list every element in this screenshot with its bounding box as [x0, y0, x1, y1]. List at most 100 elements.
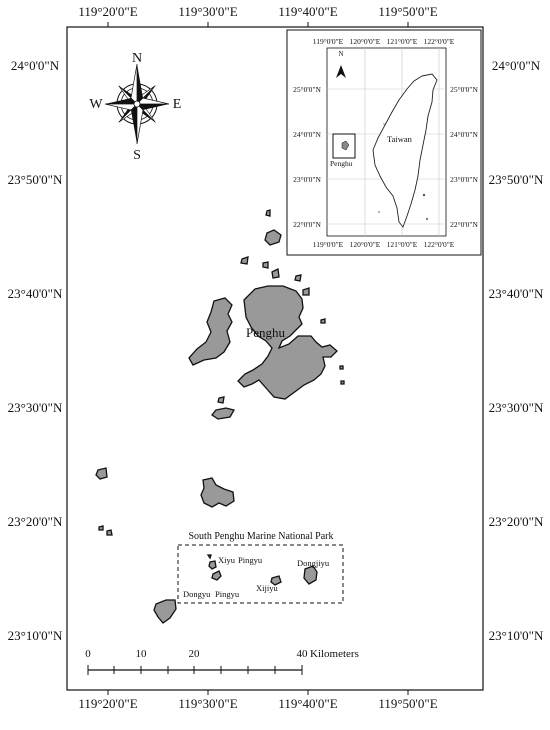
northern-islet: [240, 256, 249, 265]
compass-west: W: [89, 97, 103, 112]
inset-top-lon-label: 122°0'0"E: [424, 37, 455, 46]
scale-label: 20: [189, 648, 201, 660]
northern-islet: [320, 318, 326, 324]
penghu-label: Penghu: [246, 325, 286, 340]
inset-bottom-lon-label: 119°0'0"E: [313, 240, 344, 249]
bottom-lon-label: 119°50'0"E: [378, 696, 437, 711]
inset-penghu-islands: [341, 140, 350, 151]
dongyu-label: Dongyu: [183, 589, 211, 599]
right-lat-label: 23°40'0"N: [489, 286, 544, 301]
inset-right-lat-label: 22°0'0"N: [450, 220, 478, 229]
compass-east: E: [173, 97, 182, 112]
inset-bottom-lon-labels: 119°0'0"E 120°0'0"E 121°0'0"E 122°0'0"E: [313, 240, 455, 249]
islet: [106, 529, 113, 536]
scale-unit: Kilometers: [310, 648, 359, 660]
northern-islet: [340, 380, 345, 385]
inset-taiwan-label: Taiwan: [387, 134, 413, 144]
islet: [211, 407, 235, 420]
right-lat-label: 23°10'0"N: [489, 628, 544, 643]
northern-islet: [262, 261, 269, 269]
top-lon-label: 119°20'0"E: [78, 4, 137, 19]
inset-left-lat-label: 23°0'0"N: [293, 175, 321, 184]
xiyu-label: Xiyu: [218, 555, 236, 565]
xijiyu-label: Xijiyu: [256, 583, 278, 593]
right-lat-labels: 24°0'0"N 23°50'0"N 23°40'0"N 23°30'0"N 2…: [489, 58, 544, 643]
inset-map: N Taiwan Penghu 119°0'0"E 120°0'0"E 121°…: [286, 29, 482, 256]
compass-rose-icon: [104, 63, 170, 145]
frame-ticks: [107, 22, 409, 695]
bottom-lon-label: 119°30'0"E: [178, 696, 237, 711]
left-lat-label: 23°50'0"N: [8, 172, 63, 187]
dongyu-islet: [211, 570, 222, 581]
islet: [206, 554, 212, 560]
islet: [98, 525, 104, 531]
inset-right-lat-label: 23°0'0"N: [450, 175, 478, 184]
right-lat-label: 23°20'0"N: [489, 514, 544, 529]
northern-islet: [294, 274, 302, 282]
left-lat-label: 24°0'0"N: [11, 58, 60, 73]
northern-islet: [271, 268, 280, 279]
northern-islet: [265, 209, 271, 217]
dongjiyu-label: Dongjiyu: [297, 558, 330, 568]
park-title: South Penghu Marine National Park: [189, 531, 334, 542]
park-boundary: [177, 544, 344, 604]
inset-bottom-lon-label: 122°0'0"E: [424, 240, 455, 249]
xijiyu-islet: [270, 575, 282, 586]
bottom-lon-label: 119°20'0"E: [78, 696, 137, 711]
dongjiyu-islet: [303, 565, 318, 585]
inset-islets: [378, 123, 428, 220]
compass-north: N: [132, 51, 142, 66]
inset-top-lon-label: 121°0'0"E: [387, 37, 418, 46]
islet: [217, 396, 225, 404]
xiyu-west-island: [188, 297, 233, 366]
right-lat-label: 23°30'0"N: [489, 400, 544, 415]
left-lat-label: 23°30'0"N: [8, 400, 63, 415]
xiyu-islet: [208, 560, 217, 570]
scale-label: 10: [136, 648, 148, 660]
top-lon-labels: 119°20'0"E 119°30'0"E 119°40'0"E 119°50'…: [78, 4, 437, 19]
northern-islet: [264, 229, 282, 246]
inset-top-lon-label: 120°0'0"E: [350, 37, 381, 46]
inset-left-lat-label: 22°0'0"N: [293, 220, 321, 229]
top-lon-label: 119°40'0"E: [278, 4, 337, 19]
left-lat-label: 23°40'0"N: [8, 286, 63, 301]
bottom-lon-labels: 119°20'0"E 119°30'0"E 119°40'0"E 119°50'…: [78, 696, 437, 711]
islet: [95, 467, 108, 480]
inset-right-lat-labels: 25°0'0"N 24°0'0"N 23°0'0"N 22°0'0"N: [450, 85, 478, 229]
scale-bar: 0 10 20 40 Kilometers: [85, 648, 359, 675]
penghu-islands: [95, 209, 345, 624]
inset-left-lat-label: 24°0'0"N: [293, 130, 321, 139]
right-lat-label: 23°50'0"N: [489, 172, 544, 187]
map-frame: [66, 26, 484, 691]
pingyu2-label: Pingyu: [215, 589, 240, 599]
taiwan-outline: [372, 73, 438, 228]
inset-top-lon-label: 119°0'0"E: [313, 37, 344, 46]
right-lat-label: 24°0'0"N: [492, 58, 541, 73]
northern-islet: [302, 287, 310, 296]
compass-south: S: [133, 148, 141, 163]
inset-north-arrow-icon: [336, 65, 346, 78]
inset-top-lon-labels: 119°0'0"E 120°0'0"E 121°0'0"E 122°0'0"E: [313, 37, 455, 46]
scale-label: 40: [297, 648, 309, 660]
inset-right-lat-label: 25°0'0"N: [450, 85, 478, 94]
left-lat-label: 23°10'0"N: [8, 628, 63, 643]
left-lat-labels: 24°0'0"N 23°50'0"N 23°40'0"N 23°30'0"N 2…: [8, 58, 63, 643]
wangan-island: [200, 477, 235, 508]
scale-label: 0: [85, 648, 91, 660]
pingyu-label: Pingyu: [238, 555, 263, 565]
penghu-main-island: [237, 285, 338, 400]
inset-penghu-label: Penghu: [330, 159, 353, 168]
compass-letters: N S E W: [89, 51, 181, 163]
inset-bottom-lon-label: 121°0'0"E: [387, 240, 418, 249]
top-lon-label: 119°30'0"E: [178, 4, 237, 19]
inset-bottom-lon-label: 120°0'0"E: [350, 240, 381, 249]
northern-islet: [339, 365, 344, 370]
inset-right-lat-label: 24°0'0"N: [450, 130, 478, 139]
inset-left-lat-labels: 25°0'0"N 24°0'0"N 23°0'0"N 22°0'0"N: [293, 85, 321, 229]
bottom-lon-label: 119°40'0"E: [278, 696, 337, 711]
left-lat-label: 23°20'0"N: [8, 514, 63, 529]
top-lon-label: 119°50'0"E: [378, 4, 437, 19]
cimei-island: [153, 599, 177, 624]
inset-north-label: N: [338, 50, 343, 58]
